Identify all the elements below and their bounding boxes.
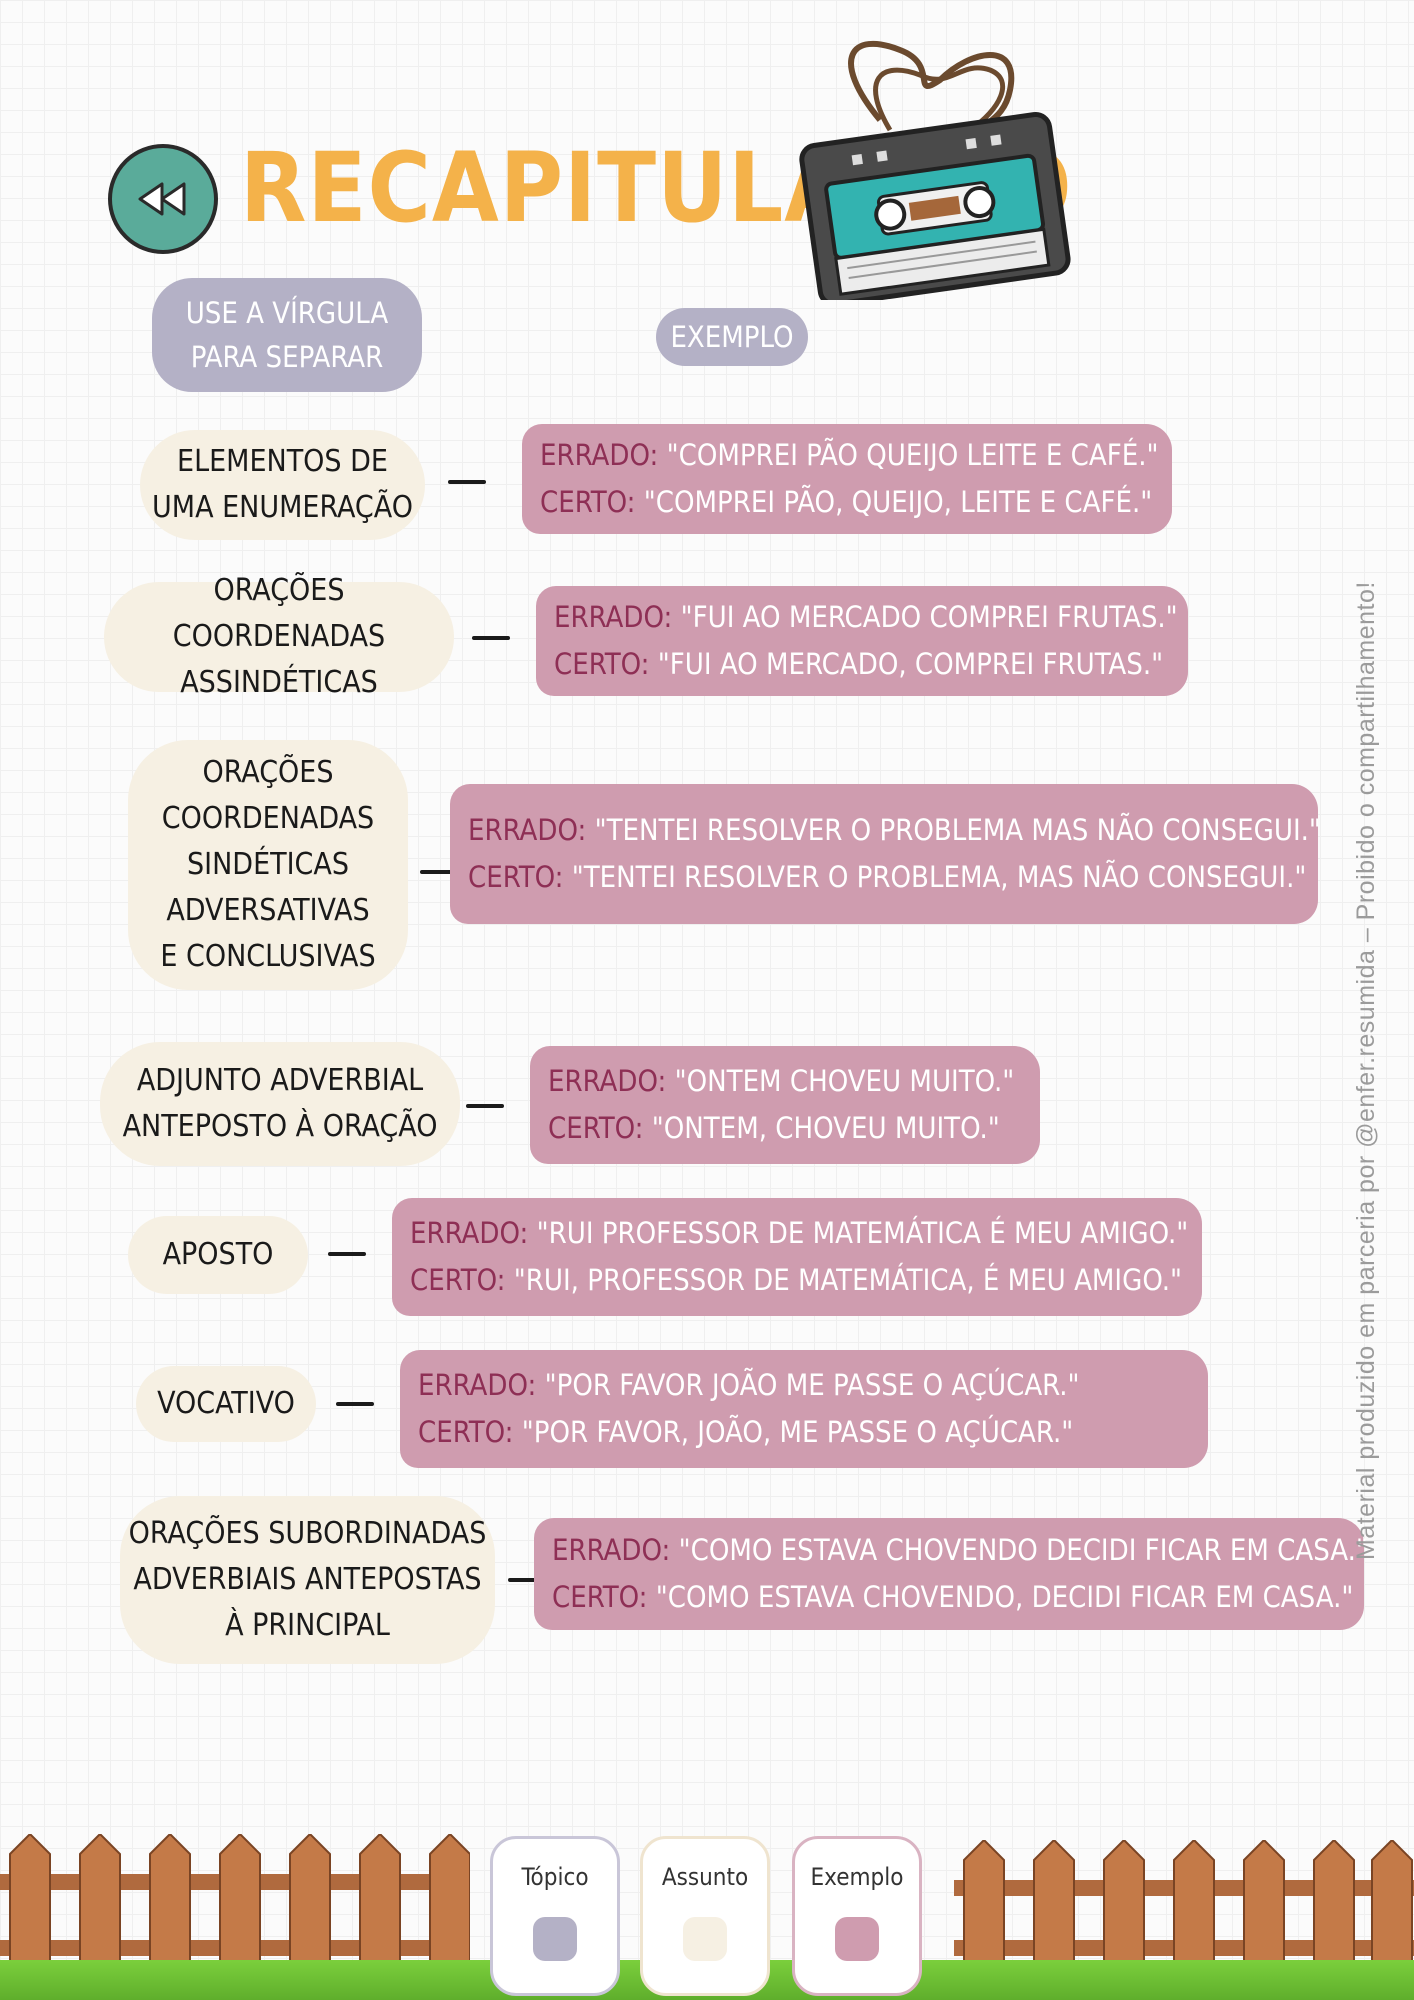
right-example-label: CERTO:	[410, 1263, 506, 1297]
right-example-text: "COMPREI PÃO, QUEIJO, LEITE E CAFÉ."	[635, 485, 1153, 519]
legend-swatch	[835, 1917, 879, 1961]
wrong-example-text: "RUI PROFESSOR DE MATEMÁTICA É MEU AMIGO…	[528, 1216, 1189, 1250]
topic-line: VOCATIVO	[157, 1386, 295, 1421]
right-example: CERTO: "FUI AO MERCADO, COMPREI FRUTAS."	[554, 641, 1170, 688]
topic-line: E CONCLUSIVAS	[160, 939, 376, 974]
wrong-example: ERRADO: "RUI PROFESSOR DE MATEMÁTICA É M…	[410, 1210, 1188, 1257]
wrong-example-label: ERRADO:	[468, 813, 587, 847]
topic-line: COORDENADAS	[161, 801, 375, 836]
topic-line: ORAÇÕES COORDENADAS	[172, 573, 386, 654]
example-box: ERRADO: "COMO ESTAVA CHOVENDO DECIDI FIC…	[534, 1518, 1368, 1630]
example-box: ERRADO: "TENTEI RESOLVER O PROBLEMA MAS …	[450, 784, 1321, 924]
right-example-label: CERTO:	[552, 1580, 648, 1614]
wrong-example-label: ERRADO:	[552, 1533, 671, 1567]
rewind-icon	[108, 144, 218, 254]
topic-line: UMA ENUMERAÇÃO	[152, 490, 413, 525]
wrong-example-text: "ONTEM CHOVEU MUITO."	[666, 1064, 1015, 1098]
wrong-example: ERRADO: "TENTEI RESOLVER O PROBLEMA MAS …	[468, 807, 1321, 854]
legend-label: Exemplo	[810, 1863, 904, 1891]
wrong-example-text: "COMPREI PÃO QUEIJO LEITE E CAFÉ."	[658, 438, 1159, 472]
topic-line: À PRINCIPAL	[225, 1608, 390, 1643]
topic-line: ASSINDÉTICAS	[180, 665, 378, 700]
right-example-text: "TENTEI RESOLVER O PROBLEMA, MAS NÃO CON…	[563, 860, 1307, 894]
topic-blob: ORAÇÕES COORDENADAS ASSINDÉTICAS	[104, 573, 454, 700]
right-example-text: "COMO ESTAVA CHOVENDO, DECIDI FICAR EM C…	[647, 1580, 1354, 1614]
connector-dash	[420, 870, 458, 874]
right-example: CERTO: "COMO ESTAVA CHOVENDO, DECIDI FIC…	[552, 1574, 1353, 1621]
topic-line: SINDÉTICAS	[187, 847, 349, 882]
wrong-example-text: "FUI AO MERCADO COMPREI FRUTAS."	[672, 600, 1178, 634]
topic-blob: VOCATIVO	[136, 1366, 316, 1442]
topic-column-header: USE A VÍRGULA PARA SEPARAR	[152, 278, 422, 392]
topic-blob: ELEMENTOS DE UMA ENUMERAÇÃO	[140, 430, 425, 540]
wooden-fence-icon	[954, 1840, 1414, 1984]
right-example: CERTO: "RUI, PROFESSOR DE MATEMÁTICA, É …	[410, 1257, 1184, 1304]
right-example: CERTO: "ONTEM, CHOVEU MUITO."	[548, 1105, 1022, 1152]
connector-dash	[336, 1402, 374, 1406]
topic-line: APOSTO	[162, 1237, 274, 1272]
right-example-text: "FUI AO MERCADO, COMPREI FRUTAS."	[649, 647, 1164, 681]
legend-card: Exemplo	[792, 1836, 922, 1996]
connector-dash	[466, 1104, 504, 1108]
topic-blob: ORAÇÕES SUBORDINADAS ADVERBIAIS ANTEPOSTA…	[120, 1496, 495, 1664]
wrong-example-text: "POR FAVOR JOÃO ME PASSE O AÇÚCAR."	[536, 1368, 1080, 1402]
wrong-example: ERRADO: "COMPREI PÃO QUEIJO LEITE E CAFÉ…	[540, 432, 1159, 479]
legend-swatch	[683, 1917, 727, 1961]
legend-swatch	[533, 1917, 577, 1961]
wrong-example: ERRADO: "POR FAVOR JOÃO ME PASSE O AÇÚCA…	[418, 1362, 1190, 1409]
connector-dash	[508, 1578, 546, 1582]
wrong-example-text: "COMO ESTAVA CHOVENDO DECIDI FICAR EM CA…	[670, 1533, 1368, 1567]
example-box: ERRADO: "COMPREI PÃO QUEIJO LEITE E CAFÉ…	[522, 424, 1172, 534]
topic-line: ORAÇÕES	[202, 755, 334, 790]
wrong-example-label: ERRADO:	[418, 1368, 537, 1402]
wooden-fence-icon	[0, 1834, 470, 1984]
right-example-label: CERTO:	[548, 1111, 644, 1145]
right-example-label: CERTO:	[468, 860, 564, 894]
example-box: ERRADO: "POR FAVOR JOÃO ME PASSE O AÇÚCA…	[400, 1350, 1208, 1468]
right-example-text: "RUI, PROFESSOR DE MATEMÁTICA, É MEU AMI…	[505, 1263, 1182, 1297]
connector-dash	[472, 636, 510, 640]
wrong-example: ERRADO: "ONTEM CHOVEU MUITO."	[548, 1058, 1022, 1105]
cassette-tape-icon	[790, 20, 1080, 307]
topic-blob: ORAÇÕES COORDENADAS SINDÉTICAS ADVERSATIVAS…	[128, 740, 408, 990]
legend-card: Assunto	[640, 1836, 770, 1996]
wrong-example: ERRADO: "COMO ESTAVA CHOVENDO DECIDI FIC…	[552, 1527, 1368, 1574]
wrong-example-label: ERRADO:	[410, 1216, 529, 1250]
legend-card: Tópico	[490, 1836, 620, 1996]
right-example: CERTO: "TENTEI RESOLVER O PROBLEMA, MAS …	[468, 854, 1306, 901]
right-example: CERTO: "POR FAVOR, JOÃO, ME PASSE O AÇÚC…	[418, 1409, 1190, 1456]
wrong-example-label: ERRADO:	[540, 438, 659, 472]
right-example-text: "ONTEM, CHOVEU MUITO."	[643, 1111, 1000, 1145]
topic-line: ADJUNTO ADVERBIAL	[136, 1063, 424, 1098]
topic-blob: APOSTO	[128, 1216, 308, 1294]
wrong-example: ERRADO: "FUI AO MERCADO COMPREI FRUTAS."	[554, 594, 1178, 641]
legend-label: Tópico	[521, 1863, 589, 1891]
connector-dash	[448, 480, 486, 484]
legend-label: Assunto	[661, 1863, 749, 1891]
topic-line: ORAÇÕES SUBORDINADAS	[128, 1516, 487, 1551]
example-box: ERRADO: "ONTEM CHOVEU MUITO."CERTO: "ONT…	[530, 1046, 1040, 1164]
topic-line: ANTEPOSTO À ORAÇÃO	[122, 1109, 438, 1144]
connector-dash	[328, 1252, 366, 1256]
example-column-header: EXEMPLO	[656, 308, 808, 366]
right-example: CERTO: "COMPREI PÃO, QUEIJO, LEITE E CAF…	[540, 479, 1154, 526]
right-example-label: CERTO:	[554, 647, 650, 681]
example-box: ERRADO: "RUI PROFESSOR DE MATEMÁTICA É M…	[392, 1198, 1202, 1316]
topic-line: ELEMENTOS DE	[177, 444, 388, 479]
example-box: ERRADO: "FUI AO MERCADO COMPREI FRUTAS."…	[536, 586, 1188, 696]
right-example-text: "POR FAVOR, JOÃO, ME PASSE O AÇÚCAR."	[513, 1415, 1074, 1449]
right-example-label: CERTO:	[418, 1415, 514, 1449]
wrong-example-label: ERRADO:	[548, 1064, 667, 1098]
wrong-example-text: "TENTEI RESOLVER O PROBLEMA MAS NÃO CONS…	[586, 813, 1321, 847]
watermark: Material produzido em parceria por @enfe…	[1352, 581, 1380, 1560]
topic-blob: ADJUNTO ADVERBIAL ANTEPOSTO À ORAÇÃO	[100, 1042, 460, 1166]
right-example-label: CERTO:	[540, 485, 636, 519]
topic-line: ADVERBIAIS ANTEPOSTAS	[133, 1562, 482, 1597]
topic-line: ADVERSATIVAS	[166, 893, 370, 928]
wrong-example-label: ERRADO:	[554, 600, 673, 634]
